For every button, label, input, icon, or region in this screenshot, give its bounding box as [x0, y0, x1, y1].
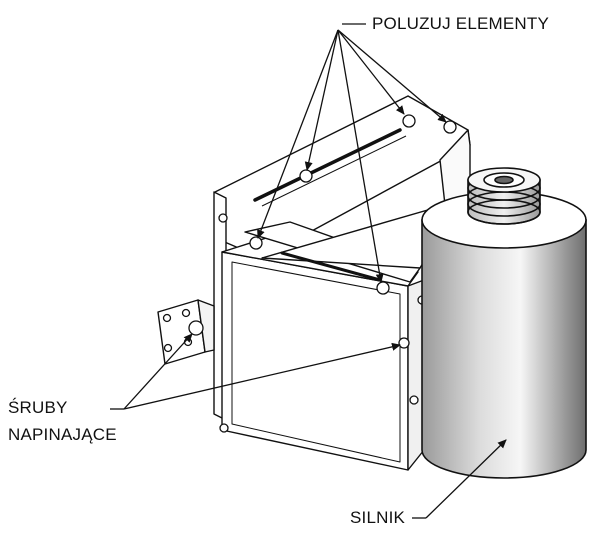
bolt-icon: [188, 320, 204, 336]
bolt-icon: [402, 114, 416, 128]
bolt-icon: [376, 281, 390, 295]
bolt-icon: [163, 343, 173, 353]
leader-lines: [110, 23, 507, 519]
bolt-icon: [398, 337, 410, 349]
bolt-icon: [181, 308, 191, 318]
motor-icon: [421, 167, 587, 479]
motor-label: SILNIK: [350, 508, 406, 527]
tension-bolts-label-line2: NAPINAJĄCE: [8, 425, 117, 444]
pulley-icon: [467, 167, 541, 225]
bolt-icon: [299, 169, 313, 183]
bolt-icon: [249, 236, 263, 250]
tension-bolts-label-line1: ŚRUBY: [8, 398, 68, 417]
loosen-elements-label: POLUZUJ ELEMENTY: [372, 14, 550, 33]
mounting-bracket: [157, 95, 471, 471]
bolt-icon: [218, 213, 228, 223]
bolt-icon: [162, 313, 172, 323]
bolt-icon: [219, 423, 229, 433]
bolt-icon: [409, 395, 419, 405]
bolt-icon: [443, 120, 457, 134]
